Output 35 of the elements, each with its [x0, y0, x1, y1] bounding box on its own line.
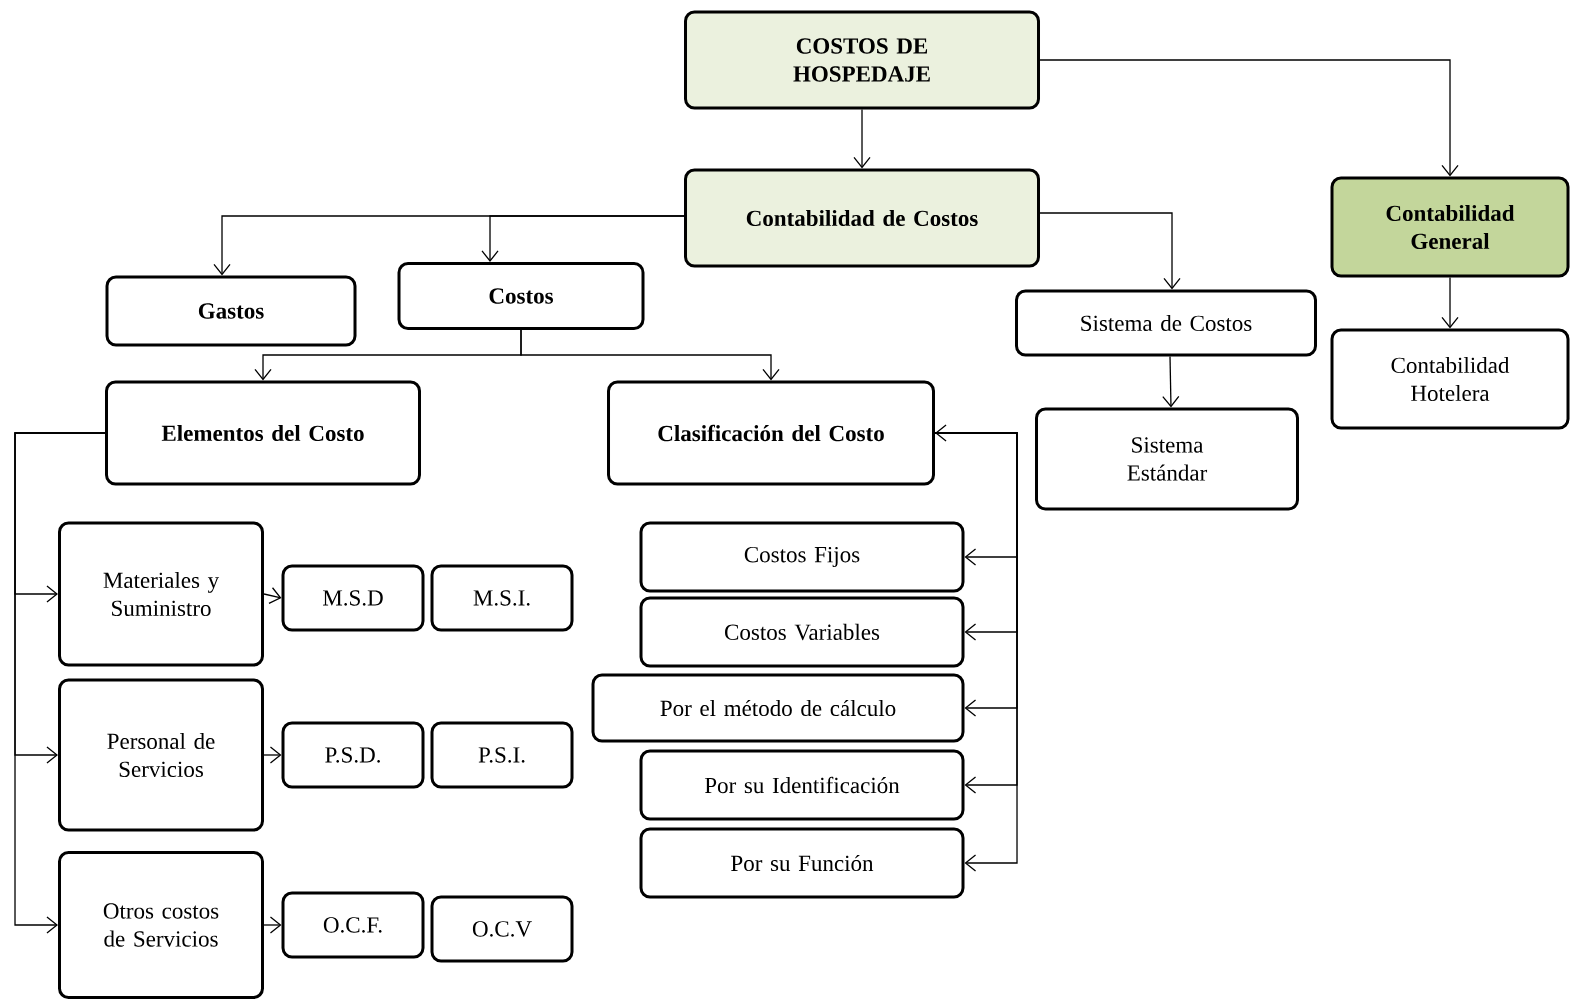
item-box: Por el método de cálculo — [591, 673, 965, 743]
category-box: Contabilidad de Costos — [684, 168, 1040, 268]
arrow — [934, 432, 1018, 872]
item-box: Por su Función — [639, 827, 965, 899]
item-box: P.S.I. — [430, 721, 574, 789]
item-box: Costos Fijos — [639, 521, 965, 593]
arrow — [1162, 355, 1180, 408]
item-box: Contabilidad Hotelera — [1330, 328, 1570, 430]
item-box: Costos Variables — [639, 596, 965, 668]
item-box: O.C.V — [430, 895, 574, 963]
item-box: Otros costos de Servicios — [58, 851, 264, 999]
item-box: M.S.I. — [430, 564, 574, 632]
arrow — [1039, 59, 1459, 177]
item-box: P.S.D. — [281, 721, 425, 789]
item-box: Personal de Servicios — [58, 678, 264, 832]
arrow — [481, 215, 685, 262]
category-box: Clasificación del Costo — [607, 380, 935, 486]
arrow — [1441, 276, 1459, 329]
item-box: Sistema Estándar — [1035, 407, 1299, 511]
arrow — [263, 587, 282, 604]
item-box: Materiales y Suministro — [58, 521, 264, 667]
item-box: Por su Identificación — [639, 749, 965, 821]
arrow — [14, 432, 106, 934]
category-box: Elementos del Costo — [105, 380, 421, 486]
category-box: Gastos — [105, 275, 357, 347]
title-box: COSTOS DE HOSPEDAJE — [684, 10, 1040, 110]
item-box: Sistema de Costos — [1015, 289, 1317, 357]
category-box: Contabilidad General — [1330, 176, 1570, 278]
arrow — [853, 108, 871, 169]
category-box: Costos — [397, 262, 645, 330]
item-box: O.C.F. — [281, 891, 425, 959]
item-box: M.S.D — [281, 564, 425, 632]
arrow — [520, 329, 780, 381]
arrow — [1039, 212, 1181, 290]
arrow — [935, 424, 1018, 566]
